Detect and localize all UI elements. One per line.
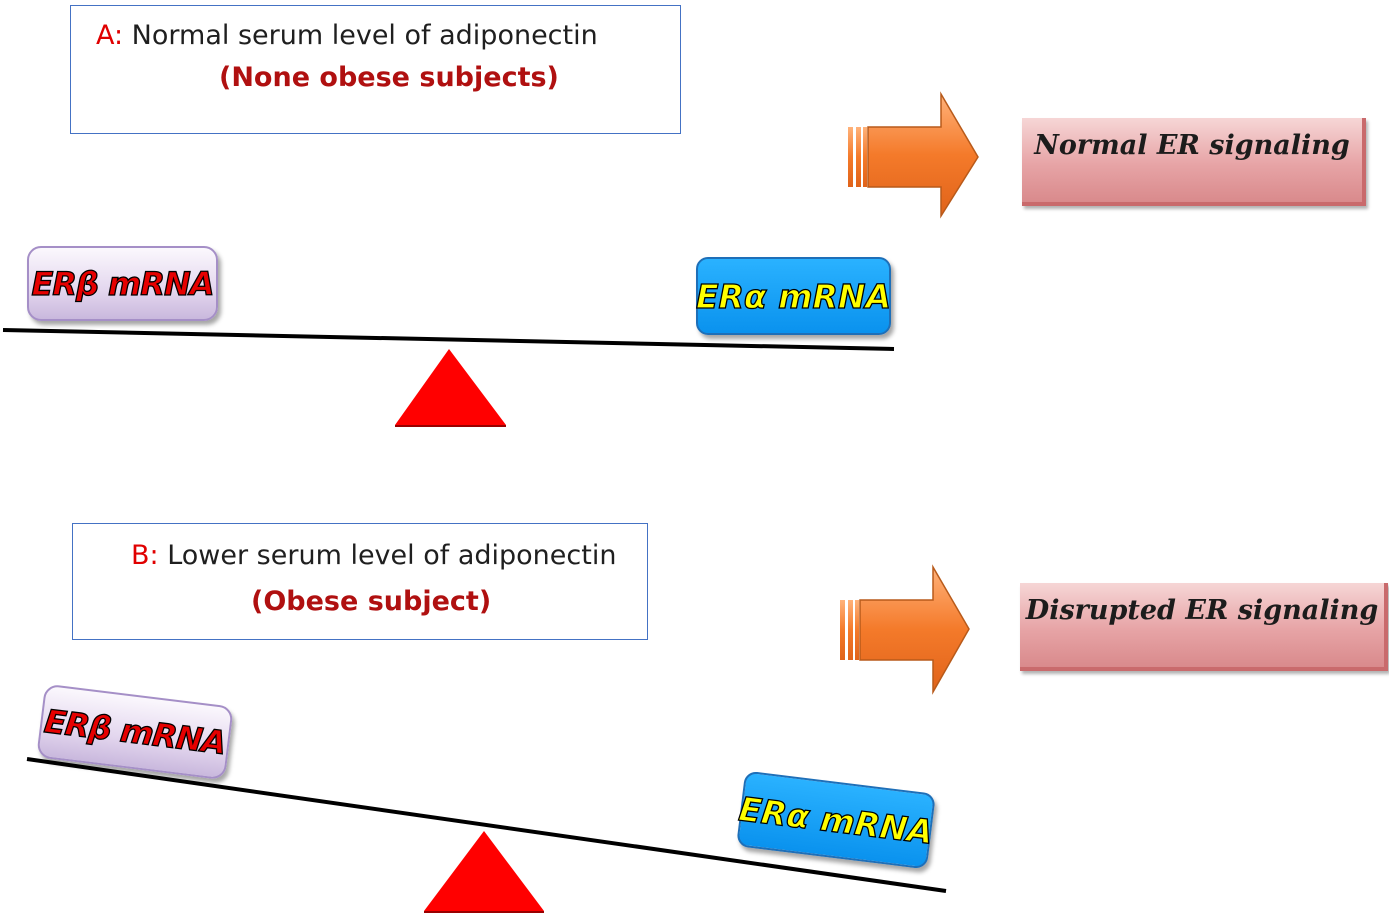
panel-b-label-box	[72, 523, 648, 640]
panel-b-right-arrow-icon	[840, 564, 970, 695]
panel-b-letter: B:	[131, 540, 159, 571]
panel-b-subtitle: (Obese subject)	[251, 586, 492, 617]
panel-b-title: B: Lower serum level of adiponectin	[131, 540, 616, 571]
panel-a-label-box	[70, 5, 681, 134]
panel-b-er-alpha-label: ERα mRNA	[736, 788, 936, 852]
panel-a-er-alpha-box: ERα mRNA	[695, 257, 892, 335]
panel-a-fulcrum-icon	[395, 349, 506, 425]
panel-a-outcome-box: Normal ER signaling	[1022, 118, 1366, 206]
panel-a-title: A: Normal serum level of adiponectin	[96, 20, 598, 51]
panel-a-balance-beam	[2, 328, 895, 351]
panel-a-er-beta-label: ERβ mRNA	[31, 264, 215, 303]
panel-b-balance-beam	[26, 757, 947, 893]
panel-a-title-text: Normal serum level of adiponectin	[123, 20, 598, 51]
panel-b-title-text: Lower serum level of adiponectin	[158, 540, 617, 571]
panel-a-subtitle: (None obese subjects)	[219, 62, 559, 93]
panel-a-right-arrow-icon	[848, 91, 979, 219]
panel-b-outcome-label: Disrupted ER signaling	[1025, 595, 1379, 626]
panel-a-letter: A:	[96, 20, 124, 51]
panel-b-fulcrum-icon	[424, 831, 544, 911]
panel-a-outcome-label: Normal ER signaling	[1034, 130, 1350, 161]
panel-b-outcome-box: Disrupted ER signaling	[1020, 583, 1388, 671]
panel-a-er-beta-box: ERβ mRNA	[27, 246, 218, 321]
panel-a-er-alpha-label: ERα mRNA	[695, 276, 892, 316]
panel-b-er-beta-label: ERβ mRNA	[42, 701, 229, 762]
